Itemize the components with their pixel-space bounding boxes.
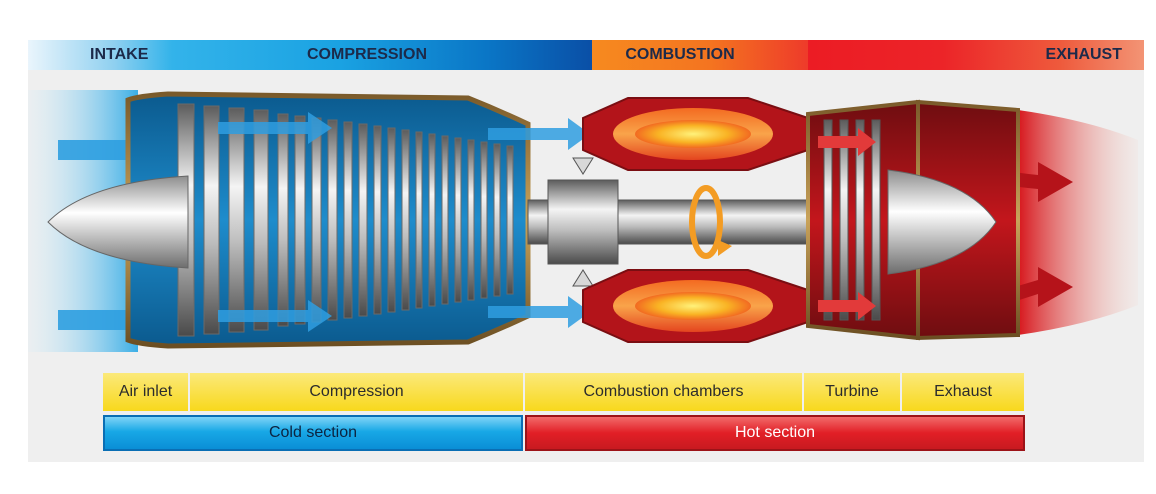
turbine-section <box>806 99 920 341</box>
stage-header-bar: INTAKE COMPRESSION COMBUSTION EXHAUST <box>28 40 1144 70</box>
label-exhaust: Exhaust <box>902 373 1024 411</box>
cold-section-band: Cold section <box>103 415 523 451</box>
airflow-arrow-icon <box>58 298 174 342</box>
jet-engine-illustration <box>28 90 1138 352</box>
label-air-inlet: Air inlet <box>103 373 188 411</box>
stage-intake: INTAKE <box>28 40 172 70</box>
label-combustion-chambers: Combustion chambers <box>525 373 802 411</box>
compression-flow-arrows <box>218 112 590 332</box>
stage-combustion: COMBUSTION <box>592 40 808 70</box>
rotation-arrow-icon <box>689 185 732 259</box>
hot-section-band: Hot section <box>525 415 1025 451</box>
inlet-spinner <box>47 175 189 269</box>
combustion-chamber-top <box>582 97 809 171</box>
shaft-hub <box>547 179 619 265</box>
stage-compression: COMPRESSION <box>172 40 592 70</box>
stage-exhaust: EXHAUST <box>808 40 1144 70</box>
airflow-arrow-icon <box>58 128 174 172</box>
bearing-icon <box>572 157 594 175</box>
bearing-icon <box>572 269 594 287</box>
label-compression: Compression <box>190 373 523 411</box>
combustion-chamber-bottom <box>582 269 809 343</box>
label-turbine: Turbine <box>804 373 900 411</box>
exhaust-cone <box>887 169 997 275</box>
